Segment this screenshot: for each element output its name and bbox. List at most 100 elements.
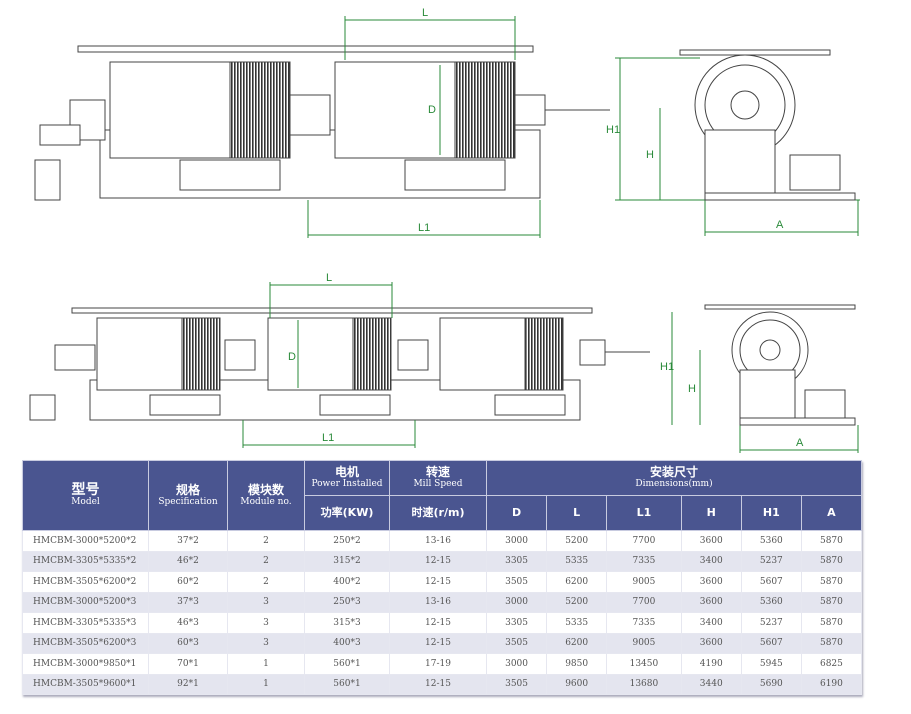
cell-H: 3600 xyxy=(680,571,742,593)
dim-label-A: A xyxy=(776,219,784,231)
dim-label-D-bottom: D xyxy=(288,351,296,363)
cell-A: 5870 xyxy=(800,530,863,552)
dim-label-A-bottom: A xyxy=(796,437,804,449)
cell-L1: 13680 xyxy=(606,673,682,695)
cell-D: 3000 xyxy=(485,530,548,552)
cell-model: HMCBM-3305*5335*2 xyxy=(22,550,149,572)
cell-H: 3600 xyxy=(680,591,742,613)
dim-label-L1-bottom: L1 xyxy=(322,432,334,444)
cell-L1: 9005 xyxy=(606,571,682,593)
cell-H: 3400 xyxy=(680,612,742,634)
cell-D: 3505 xyxy=(485,673,548,695)
cell-speed: 12-15 xyxy=(389,571,487,593)
dim-label-D: D xyxy=(428,104,436,116)
front-view-two-module xyxy=(34,45,610,201)
cell-module: 3 xyxy=(227,612,305,634)
cell-L1: 7700 xyxy=(606,530,682,552)
header-A: A xyxy=(800,495,863,531)
cell-L: 5200 xyxy=(546,530,608,552)
cell-L: 9600 xyxy=(546,673,608,695)
cell-model: HMCBM-3505*9600*1 xyxy=(22,673,149,695)
cell-L1: 9005 xyxy=(606,632,682,654)
cell-D: 3505 xyxy=(485,571,548,593)
cell-power: 250*2 xyxy=(304,530,390,552)
cell-model: HMCBM-3000*9850*1 xyxy=(22,653,149,675)
cell-D: 3305 xyxy=(485,550,548,572)
cell-A: 5870 xyxy=(800,591,863,613)
cell-module: 3 xyxy=(227,591,305,613)
cell-speed: 13-16 xyxy=(389,591,487,613)
header-L: L xyxy=(546,495,608,531)
cell-H1: 5237 xyxy=(740,612,802,634)
cell-model: HMCBM-3505*6200*3 xyxy=(22,632,149,654)
cell-power: 250*3 xyxy=(304,591,390,613)
header-power-kw: 功率(KW) xyxy=(304,495,390,531)
dim-label-H1: H1 xyxy=(606,124,620,136)
cell-speed: 12-15 xyxy=(389,632,487,654)
cell-spec: 37*2 xyxy=(148,530,228,552)
front-view-three-module xyxy=(29,307,650,421)
cell-L: 6200 xyxy=(546,632,608,654)
cell-speed: 12-15 xyxy=(389,550,487,572)
cell-module: 2 xyxy=(227,530,305,552)
cell-L1: 13450 xyxy=(606,653,682,675)
dim-label-H: H xyxy=(646,149,654,161)
header-H1: H1 xyxy=(740,495,802,531)
cell-spec: 46*3 xyxy=(148,612,228,634)
cell-A: 5870 xyxy=(800,612,863,634)
cell-speed: 13-16 xyxy=(389,530,487,552)
cell-power: 315*2 xyxy=(304,550,390,572)
cell-D: 3000 xyxy=(485,653,548,675)
cell-spec: 70*1 xyxy=(148,653,228,675)
cell-H: 3400 xyxy=(680,550,742,572)
cell-speed: 12-15 xyxy=(389,612,487,634)
cell-A: 5870 xyxy=(800,571,863,593)
side-view-bottom xyxy=(704,304,856,426)
cell-spec: 60*3 xyxy=(148,632,228,654)
cell-H1: 5607 xyxy=(740,571,802,593)
side-view-top xyxy=(679,49,856,201)
cell-module: 3 xyxy=(227,632,305,654)
header-D: D xyxy=(485,495,548,531)
cell-power: 315*3 xyxy=(304,612,390,634)
cell-L1: 7335 xyxy=(606,550,682,572)
cell-module: 1 xyxy=(227,673,305,695)
cell-H1: 5690 xyxy=(740,673,802,695)
cell-L1: 7335 xyxy=(606,612,682,634)
cell-L: 5335 xyxy=(546,550,608,572)
cell-module: 2 xyxy=(227,571,305,593)
cell-L: 9850 xyxy=(546,653,608,675)
cell-L1: 7700 xyxy=(606,591,682,613)
cell-H: 4190 xyxy=(680,653,742,675)
cell-D: 3305 xyxy=(485,612,548,634)
cell-A: 5870 xyxy=(800,550,863,572)
cell-speed: 17-19 xyxy=(389,653,487,675)
cell-spec: 60*2 xyxy=(148,571,228,593)
dim-label-H1-bottom: H1 xyxy=(660,361,674,373)
cell-H1: 5945 xyxy=(740,653,802,675)
cell-H1: 5607 xyxy=(740,632,802,654)
cell-spec: 37*3 xyxy=(148,591,228,613)
dim-label-L-bottom: L xyxy=(326,272,332,284)
cell-power: 560*1 xyxy=(304,673,390,695)
cell-spec: 92*1 xyxy=(148,673,228,695)
cell-spec: 46*2 xyxy=(148,550,228,572)
cell-H1: 5360 xyxy=(740,591,802,613)
dim-label-L1: L1 xyxy=(418,222,430,234)
header-L1: L1 xyxy=(606,495,682,531)
cell-L: 5335 xyxy=(546,612,608,634)
